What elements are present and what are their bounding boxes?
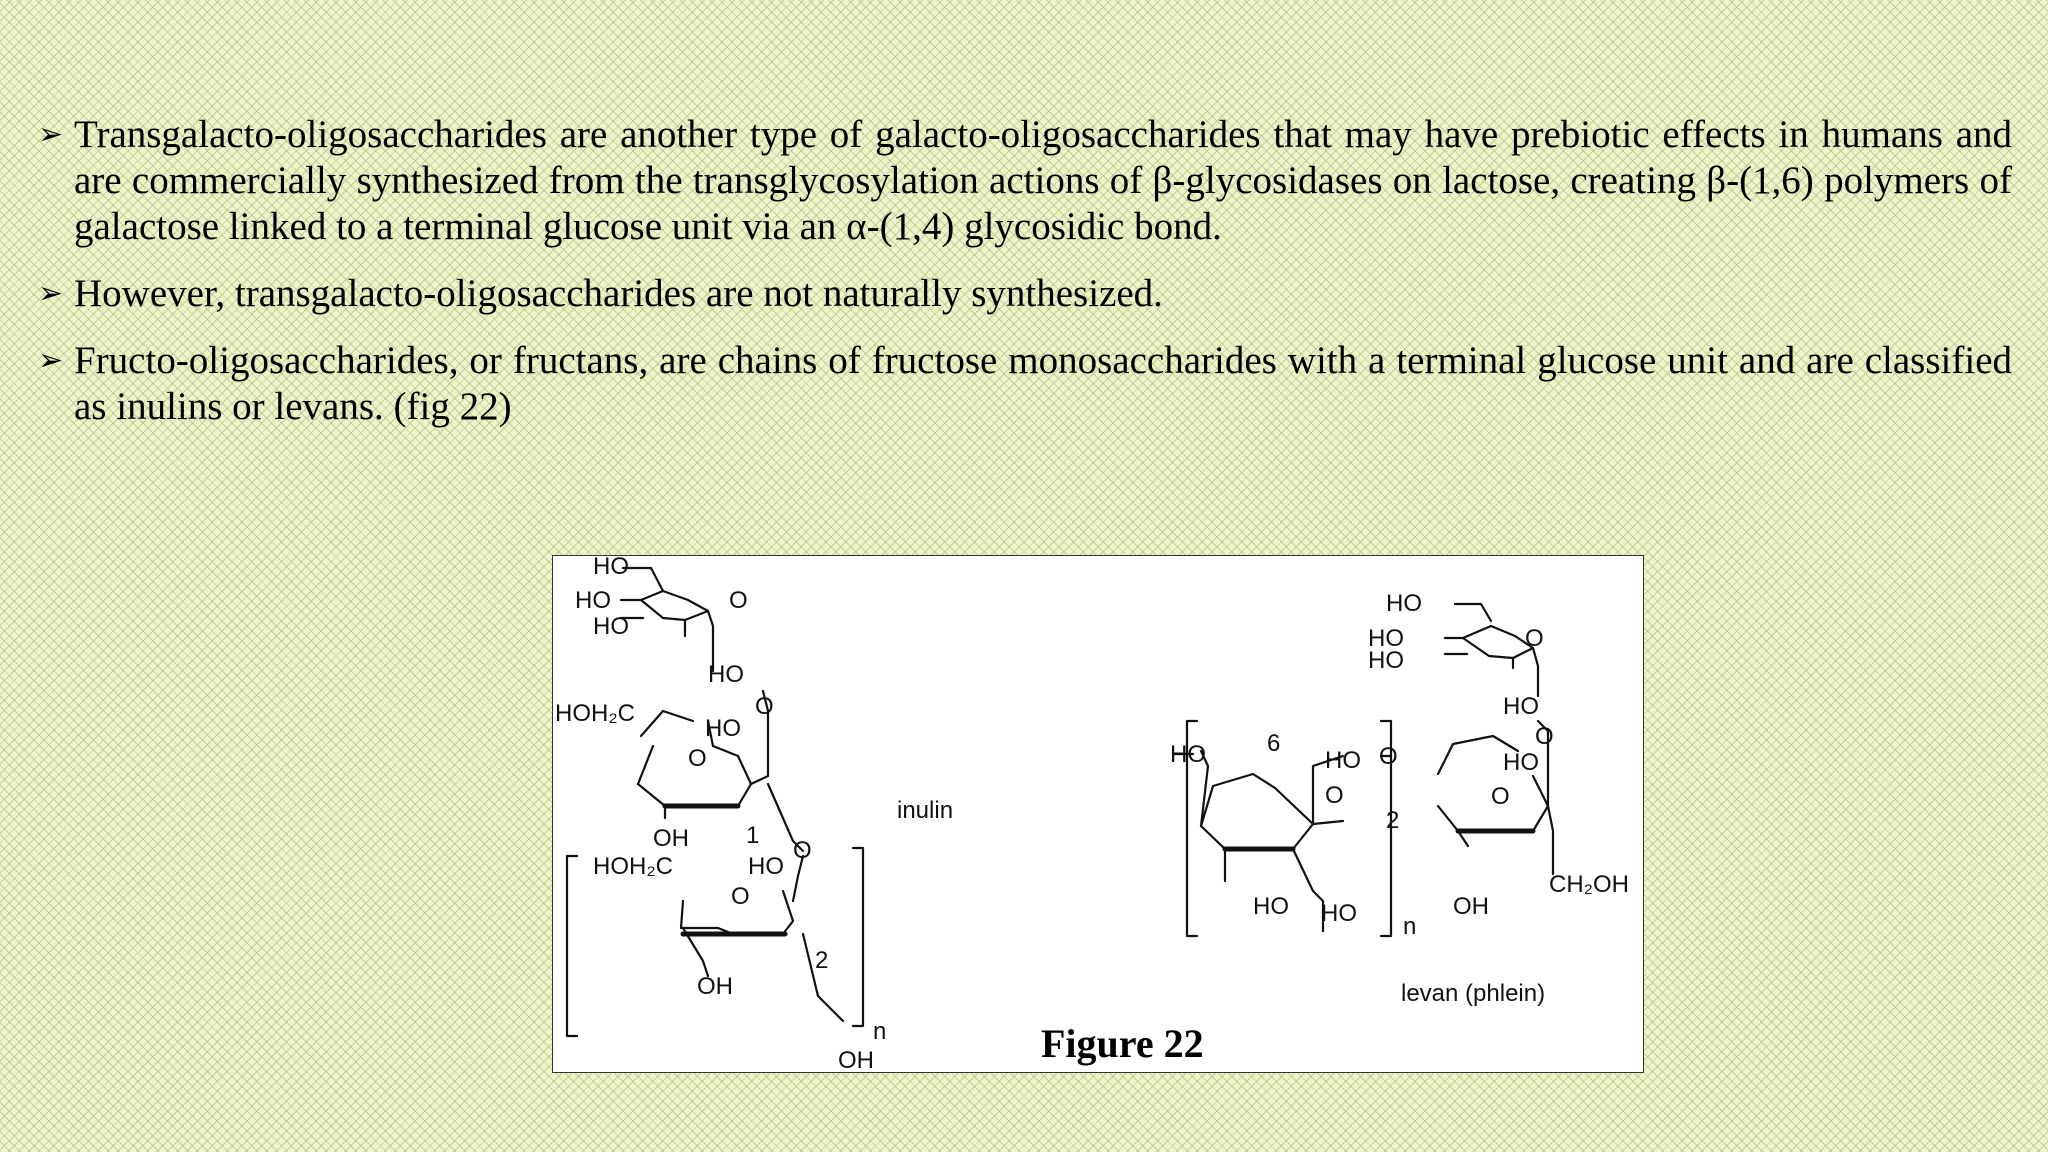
inulin-label: 1 bbox=[746, 822, 759, 849]
inulin-label: 2 bbox=[815, 947, 828, 974]
inulin-label: O bbox=[755, 693, 774, 720]
inulin-label: O bbox=[731, 883, 750, 910]
levan-label: HO bbox=[1253, 893, 1289, 920]
inulin-label: HOH₂C bbox=[555, 700, 635, 727]
levan-name: levan (phlein) bbox=[1401, 980, 1545, 1007]
inulin-label: OH bbox=[653, 825, 689, 852]
inulin-label: O bbox=[729, 587, 748, 614]
levan-label: HO bbox=[1325, 747, 1361, 774]
bullet-text: Fructo-oligosaccharides, or fructans, ar… bbox=[74, 339, 2012, 428]
levan-label: HO bbox=[1321, 900, 1357, 927]
levan-label: O bbox=[1325, 782, 1344, 809]
levan-label: HO bbox=[1503, 693, 1539, 720]
inulin-label: OH bbox=[697, 973, 733, 1000]
arrow-bullet-icon: ➢ bbox=[38, 343, 64, 378]
inulin-name: inulin bbox=[897, 797, 953, 824]
inulin-label: HO bbox=[748, 853, 784, 880]
levan-label: HO bbox=[1503, 749, 1539, 776]
levan-label: O bbox=[1379, 743, 1398, 770]
inulin-label: HO bbox=[705, 715, 741, 742]
levan-label: O bbox=[1491, 783, 1510, 810]
fructan-structures-diagram: HO HO HO O HO O HOH₂C HO O 1 OH O HOH₂C … bbox=[555, 556, 1629, 1074]
figure-22: HO HO HO O HO O HOH₂C HO O 1 OH O HOH₂C … bbox=[552, 555, 1644, 1074]
levan-label: HO bbox=[1368, 647, 1404, 674]
levan-label: n bbox=[1403, 913, 1416, 940]
levan-label: 2 bbox=[1386, 807, 1399, 834]
bullet-item: ➢ Fructo-oligosaccharides, or fructans, … bbox=[38, 338, 2012, 430]
inulin-label: O bbox=[793, 837, 812, 864]
inulin-label: HO bbox=[593, 613, 629, 640]
levan-label: HO bbox=[1170, 741, 1206, 768]
levan-label: 6 bbox=[1267, 730, 1280, 757]
levan-label: O bbox=[1535, 723, 1554, 750]
levan-label: O bbox=[1525, 625, 1544, 652]
levan-label: HO bbox=[1368, 625, 1404, 652]
bullet-item: ➢ However, transgalacto-oligosaccharides… bbox=[38, 271, 2012, 317]
levan-label: CH₂OH bbox=[1549, 871, 1629, 898]
levan-label: OH bbox=[1453, 893, 1489, 920]
inulin-label: OH bbox=[838, 1047, 874, 1074]
figure-caption: Figure 22 bbox=[1041, 1021, 1204, 1066]
arrow-bullet-icon: ➢ bbox=[38, 276, 64, 311]
inulin-label: HO bbox=[593, 556, 629, 580]
levan-label: HO bbox=[1386, 590, 1422, 617]
inulin-label: n bbox=[873, 1018, 886, 1045]
arrow-bullet-icon: ➢ bbox=[38, 117, 64, 152]
inulin-label: HO bbox=[575, 587, 611, 614]
inulin-label: HO bbox=[708, 661, 744, 688]
inulin-label: O bbox=[688, 745, 707, 772]
bullet-text: Transgalacto-oligosaccharides are anothe… bbox=[74, 113, 2012, 248]
bullet-list: ➢ Transgalacto-oligosaccharides are anot… bbox=[38, 112, 2012, 451]
inulin-label: HOH₂C bbox=[593, 853, 673, 880]
bullet-text: However, transgalacto-oligosaccharides a… bbox=[74, 272, 1163, 315]
bullet-item: ➢ Transgalacto-oligosaccharides are anot… bbox=[38, 112, 2012, 250]
